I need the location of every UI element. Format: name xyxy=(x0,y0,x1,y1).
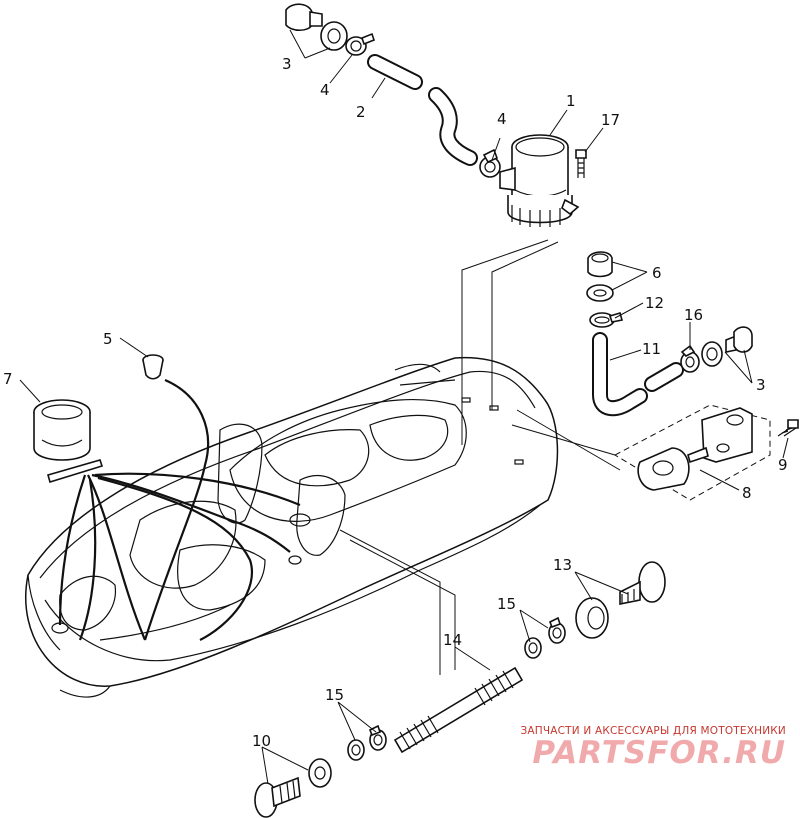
bilge-pump-part-1 xyxy=(499,134,580,227)
drain-fitting-part-10 xyxy=(254,776,301,818)
bolt-part-17 xyxy=(575,149,587,178)
fitting-part-3-top xyxy=(285,3,348,51)
callout-13: 13 xyxy=(553,556,572,574)
hose-clamp-part-4-lower xyxy=(479,148,501,178)
callout-16: 16 xyxy=(684,306,703,324)
callout-1: 1 xyxy=(566,92,576,110)
hose-part-11 xyxy=(592,332,684,417)
hose-clamps-part-15-right xyxy=(524,616,566,659)
hose-clamp-part-12 xyxy=(589,312,624,328)
callout-4-top: 4 xyxy=(320,81,330,99)
callout-2: 2 xyxy=(356,103,366,121)
fitting-part-3-right xyxy=(701,326,753,367)
callout-7: 7 xyxy=(3,370,13,388)
bellows-hose-part-14 xyxy=(393,666,524,754)
callout-12: 12 xyxy=(645,294,664,312)
cup-holder-light-part-7 xyxy=(33,399,104,484)
callout-3-right: 3 xyxy=(756,376,766,394)
hose-part-2 xyxy=(367,54,478,166)
watermark-tagline: ЗАПЧАСТИ И АКСЕССУАРЫ ДЛЯ МОТОТЕХНИКИ xyxy=(520,725,786,737)
callout-8: 8 xyxy=(742,484,752,502)
boat-hull xyxy=(25,356,559,698)
leader-lines xyxy=(19,29,789,785)
callout-3-top: 3 xyxy=(282,55,292,73)
callout-5: 5 xyxy=(103,330,113,348)
watermark-logo: PARTSFOR.RU xyxy=(532,735,786,771)
drain-plug-part-13 xyxy=(619,561,666,605)
callout-15-right: 15 xyxy=(497,595,516,613)
callout-14: 14 xyxy=(443,631,462,649)
wiring-harness xyxy=(58,378,301,641)
callout-15-left: 15 xyxy=(325,686,344,704)
hose-clamp-part-4-top xyxy=(345,32,375,56)
screw-part-9 xyxy=(777,419,799,437)
courtesy-light-part-5 xyxy=(142,354,164,380)
switch-assembly-part-8 xyxy=(613,404,771,501)
hose-clamps-part-15-left xyxy=(347,724,387,761)
nut-part-10 xyxy=(308,758,332,788)
fitting-part-6 xyxy=(586,251,614,302)
callout-labels: 3 4 2 1 4 17 5 7 6 12 11 16 3 8 9 13 15 … xyxy=(3,55,788,750)
callout-10: 10 xyxy=(252,732,271,750)
callout-4-lower: 4 xyxy=(497,110,507,128)
partsfor-watermark: ЗАПЧАСТИ И АКСЕССУАРЫ ДЛЯ МОТОТЕХНИКИ PA… xyxy=(486,725,786,771)
callout-17: 17 xyxy=(601,111,620,129)
callout-9: 9 xyxy=(778,456,788,474)
callout-11: 11 xyxy=(642,340,661,358)
nut-part-13 xyxy=(575,597,609,639)
callout-6: 6 xyxy=(652,264,662,282)
hose-clamp-part-16 xyxy=(680,344,700,373)
